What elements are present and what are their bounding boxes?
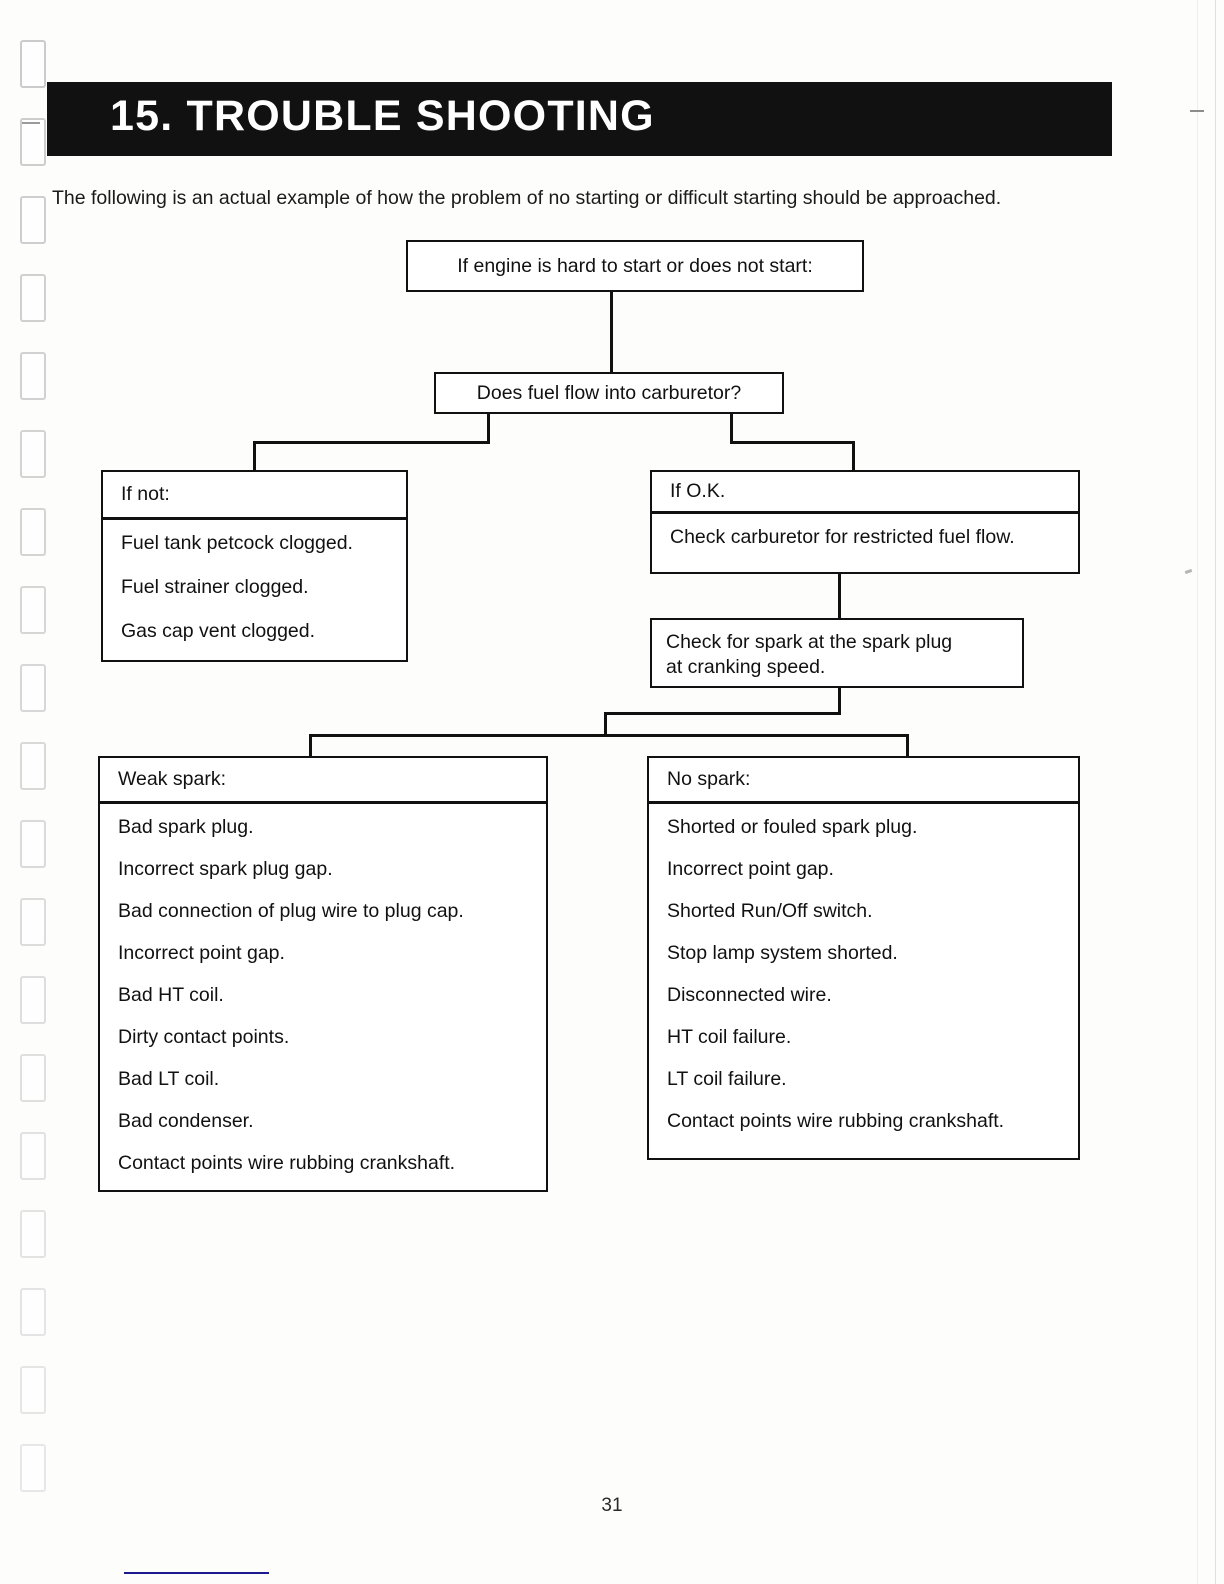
connector-to-if-ok [852, 441, 855, 472]
flow-node-weak-spark: Weak spark: Bad spark plug. Incorrect sp… [98, 756, 548, 1192]
flow-node-spark-check-label: Check for spark at the spark plug at cra… [666, 631, 953, 678]
flow-node-if-ok-header: If O.K. [670, 480, 726, 502]
binder-hole-mark [20, 820, 46, 868]
list-item: Bad connection of plug wire to plug cap. [118, 900, 464, 922]
binder-hole-mark [20, 1366, 46, 1414]
binder-hole-mark [20, 352, 46, 400]
list-item: Bad LT coil. [118, 1068, 220, 1090]
connector-root-to-decision [610, 292, 613, 372]
connector-decision-left-stub [487, 414, 490, 443]
connector-spark-step-upper [604, 712, 841, 715]
list-item: Bad spark plug. [118, 816, 254, 838]
flow-node-if-ok-header-strip: If O.K. [652, 472, 1078, 514]
list-item: Fuel strainer clogged. [121, 576, 309, 598]
flow-node-decision-label: Does fuel flow into carburetor? [476, 381, 742, 404]
scan-edge-line-secondary [1197, 0, 1198, 1584]
flow-node-if-not-header: If not: [121, 483, 170, 505]
list-item: Bad HT coil. [118, 984, 224, 1006]
list-item: Fuel tank petcock clogged. [121, 532, 353, 554]
list-item: HT coil failure. [667, 1026, 792, 1048]
section-banner [47, 82, 1112, 156]
connector-ifok-to-spark-check [838, 574, 841, 618]
flow-node-if-ok-body: Check carburetor for restricted fuel flo… [670, 526, 1015, 548]
binder-hole-mark [20, 1054, 46, 1102]
connector-to-if-not [253, 441, 256, 472]
binder-hole-mark [20, 1288, 46, 1336]
list-item: Gas cap vent clogged. [121, 620, 316, 642]
flow-node-no-spark: No spark: Shorted or fouled spark plug. … [647, 756, 1080, 1160]
flow-node-root: If engine is hard to start or does not s… [406, 240, 864, 292]
no-spark-item-list: Shorted or fouled spark plug. Incorrect … [649, 804, 1078, 1132]
list-item: Bad condenser. [118, 1110, 254, 1132]
flow-node-weak-spark-header-strip: Weak spark: [100, 758, 546, 804]
flow-node-spark-check: Check for spark at the spark plug at cra… [650, 618, 1024, 688]
list-item: Incorrect point gap. [118, 942, 285, 964]
binder-hole-mark [20, 40, 46, 88]
connector-spark-step-drop [604, 712, 607, 736]
binder-hole-mark [20, 1444, 46, 1492]
connector-to-no-spark [906, 734, 909, 758]
weak-spark-item-list: Bad spark plug. Incorrect spark plug gap… [100, 804, 546, 1174]
if-not-item-list: Fuel tank petcock clogged. Fuel strainer… [103, 520, 406, 642]
flow-node-if-ok: If O.K. Check carburetor for restricted … [650, 470, 1080, 574]
scan-edge-line [1215, 0, 1216, 1584]
flow-node-decision: Does fuel flow into carburetor? [434, 372, 784, 414]
connector-decision-left-horizontal [253, 441, 490, 444]
flow-node-no-spark-header: No spark: [667, 768, 751, 790]
footer-blue-rule [124, 1572, 269, 1574]
connector-decision-right-horizontal [730, 441, 855, 444]
binder-hole-mark [20, 430, 46, 478]
binder-hole-mark [20, 1132, 46, 1180]
flow-node-no-spark-header-strip: No spark: [649, 758, 1078, 804]
connector-spark-check-stub [838, 688, 841, 714]
section-title: 15. TROUBLE SHOOTING [110, 92, 655, 140]
binder-hole-mark [20, 976, 46, 1024]
connector-decision-right-stub [730, 414, 733, 443]
binder-hole-mark [20, 1210, 46, 1258]
binder-hole-tick [22, 122, 40, 124]
list-item: Contact points wire rubbing crankshaft. [118, 1152, 456, 1174]
page-number: 31 [601, 1495, 623, 1516]
list-item: LT coil failure. [667, 1068, 787, 1090]
binder-hole-mark [20, 196, 46, 244]
if-ok-body-wrap: Check carburetor for restricted fuel flo… [652, 514, 1078, 548]
binder-hole-mark [20, 742, 46, 790]
binder-hole-mark [20, 664, 46, 712]
list-item: Incorrect spark plug gap. [118, 858, 333, 880]
binder-hole-mark [20, 586, 46, 634]
list-item: Stop lamp system shorted. [667, 942, 898, 964]
flow-node-weak-spark-header: Weak spark: [118, 768, 227, 790]
intro-paragraph: The following is an actual example of ho… [52, 187, 1002, 209]
flow-node-if-not: If not: Fuel tank petcock clogged. Fuel … [101, 470, 408, 662]
scan-speck [1184, 568, 1193, 575]
list-item: Disconnected wire. [667, 984, 832, 1006]
flow-node-root-label: If engine is hard to start or does not s… [457, 254, 813, 277]
binder-hole-mark [20, 118, 46, 166]
list-item: Shorted Run/Off switch. [667, 900, 873, 922]
connector-spark-step-lower [309, 734, 909, 737]
list-item: Dirty contact points. [118, 1026, 290, 1048]
binder-hole-mark [20, 508, 46, 556]
binder-hole-mark [20, 898, 46, 946]
list-item: Shorted or fouled spark plug. [667, 816, 918, 838]
scan-edge-tick [1190, 110, 1204, 112]
connector-to-weak-spark [309, 734, 312, 758]
binder-hole-mark [20, 274, 46, 322]
flow-node-if-not-header-strip: If not: [103, 472, 406, 520]
list-item: Contact points wire rubbing crankshaft. [667, 1110, 1005, 1132]
list-item: Incorrect point gap. [667, 858, 834, 880]
